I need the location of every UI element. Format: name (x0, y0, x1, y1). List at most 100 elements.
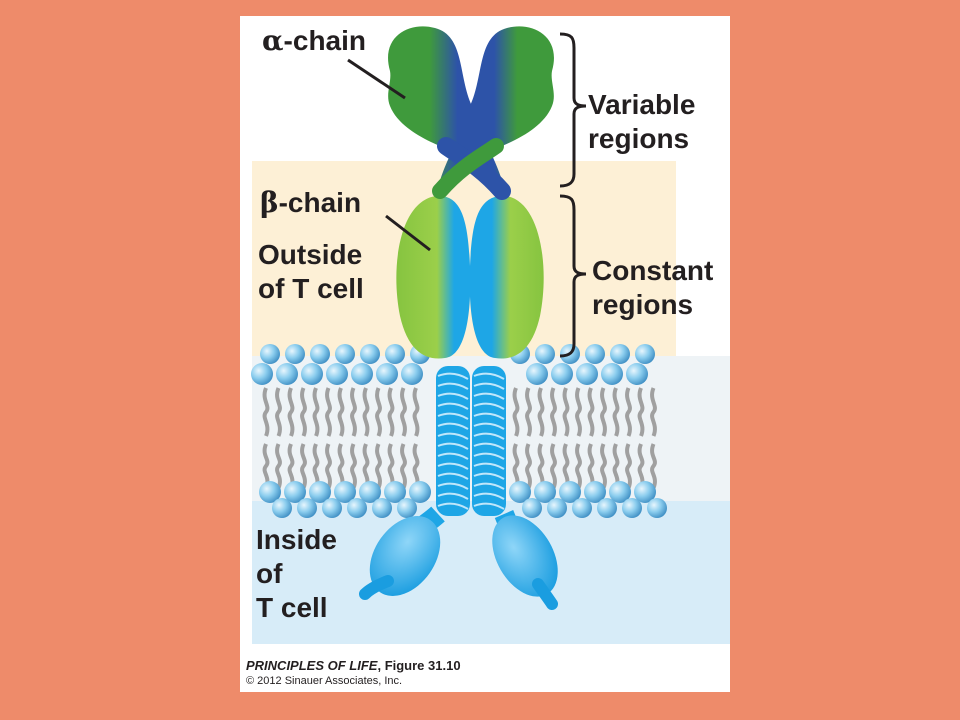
lipid-head (635, 344, 655, 364)
lipid-tail (412, 387, 420, 437)
helix-turn (437, 472, 469, 480)
lipid-tail (600, 387, 607, 437)
alpha-chain-label: α-chain (262, 24, 366, 58)
helix-turn (437, 492, 469, 500)
lipid-head (647, 498, 667, 518)
beta-pointer (385, 214, 431, 252)
lipid-head (609, 481, 631, 503)
lipid-tail (625, 387, 632, 437)
helix-turn (473, 502, 505, 510)
lipid-head (610, 344, 630, 364)
intracellular-zone (252, 496, 730, 644)
lipid-tail (312, 443, 320, 489)
helix-turn (437, 462, 469, 470)
lipid-tail (575, 387, 582, 437)
lipid-head (334, 481, 356, 503)
lipid-head (347, 498, 367, 518)
helix-turn (437, 382, 469, 390)
helix-turn (437, 502, 469, 510)
lipid-tail (337, 443, 345, 489)
lipid-tail (325, 443, 332, 489)
helix-turn (437, 442, 469, 450)
lipid-head (634, 481, 656, 503)
helix-turn (473, 442, 505, 450)
lipid-tail (275, 387, 282, 437)
helix-turn (437, 402, 469, 410)
copyright-notice: © 2012 Sinauer Associates, Inc. (246, 675, 403, 687)
lipid-head (351, 363, 373, 385)
helix-turn (473, 492, 505, 500)
lipid-tail (287, 387, 295, 437)
lipid-tail (400, 443, 407, 489)
lipid-head (284, 481, 306, 503)
helix-turn (437, 452, 469, 460)
lipid-head (601, 363, 623, 385)
lipid-head (597, 498, 617, 518)
lipid-tail (612, 443, 620, 489)
lipid-tail (550, 443, 557, 489)
helix-turn (437, 392, 469, 400)
lipid-head (297, 498, 317, 518)
lipid-tails (262, 387, 657, 489)
lipid-head (251, 363, 273, 385)
lipid-head (576, 363, 598, 385)
lipid-head (401, 363, 423, 385)
lipid-tail (525, 387, 532, 437)
lipid-tail (375, 443, 382, 489)
lipid-head (535, 344, 555, 364)
helix-turn (473, 452, 505, 460)
lipid-tail (612, 387, 620, 437)
lipid-head (335, 344, 355, 364)
cytoplasmic-tails (359, 506, 558, 610)
lipid-head (322, 498, 342, 518)
helix-turn (437, 372, 469, 380)
pointer-lines (347, 58, 431, 252)
helix-turn (473, 432, 505, 440)
constant-bracket (559, 194, 587, 358)
figure-number: , Figure 31.10 (377, 658, 461, 673)
lipid-tail (625, 443, 632, 489)
lipid-head (622, 498, 642, 518)
helix-turn (473, 392, 505, 400)
lipid-tail (312, 387, 320, 437)
lipid-head (372, 498, 392, 518)
lipid-head (584, 481, 606, 503)
lipid-tail (387, 443, 395, 489)
beta-chain-label: β-chain (260, 186, 361, 220)
beta-hinge (432, 138, 504, 199)
lipid-tail (262, 443, 270, 489)
helix-turn (437, 422, 469, 430)
lipid-head (626, 363, 648, 385)
lipid-tail (562, 443, 570, 489)
lipid-tail (300, 387, 307, 437)
lipid-tail (337, 387, 345, 437)
lipid-tail (525, 443, 532, 489)
helix-turn (473, 412, 505, 420)
lipid-head (260, 344, 280, 364)
helix-turn (437, 482, 469, 490)
alpha-label-text: -chain (283, 25, 367, 56)
lipid-head (301, 363, 323, 385)
brackets (559, 32, 587, 358)
lipid-head (359, 481, 381, 503)
lipid-tail (512, 387, 520, 437)
figure-credit: PRINCIPLES OF LIFE, Figure 31.10 (246, 658, 461, 673)
lipid-head (385, 344, 405, 364)
lipid-head (285, 344, 305, 364)
beta-constant-domain (396, 195, 471, 359)
alpha-constant-domain (469, 195, 544, 359)
helix-turn (473, 482, 505, 490)
outside-t-cell-label: Outside of T cell (258, 239, 364, 304)
lipid-tail (575, 443, 582, 489)
lipid-tail (562, 387, 570, 437)
lipid-tail (587, 443, 595, 489)
lipid-head (360, 344, 380, 364)
variable-regions-label: Variable regions (588, 89, 696, 154)
lipid-head (409, 481, 431, 503)
helix-turn (437, 432, 469, 440)
lipid-tail (600, 443, 607, 489)
helix-turn (473, 462, 505, 470)
lipid-head (526, 363, 548, 385)
lipid-tail (375, 387, 382, 437)
lipid-head (585, 344, 605, 364)
